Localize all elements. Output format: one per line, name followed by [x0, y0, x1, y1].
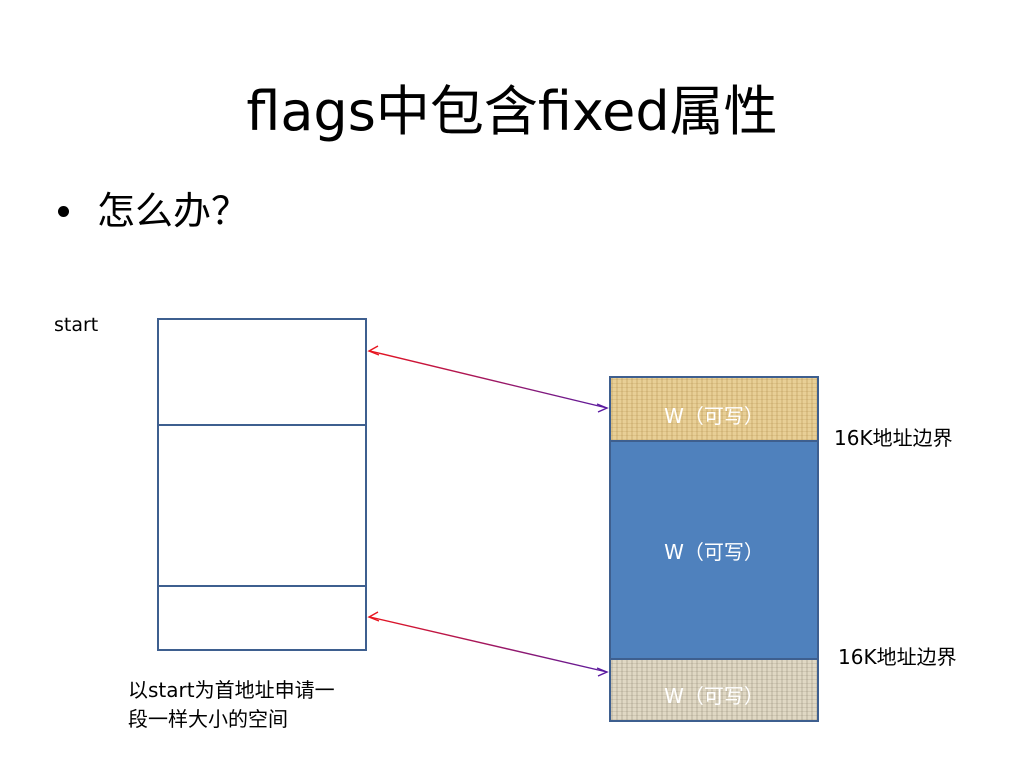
boundary-label-upper: 16K地址边界 — [834, 426, 953, 450]
arrow-top — [367, 345, 609, 413]
start-label: start — [54, 314, 99, 336]
bullet-dot-icon — [58, 205, 69, 217]
writable-block-top-label: W（可写） — [664, 404, 764, 428]
left-caption: 以start为首地址申请一 段一样大小的空间 — [128, 678, 335, 731]
left-region-middle — [157, 424, 367, 587]
bullet-item: 怎么办？ — [58, 186, 249, 236]
writable-block-bottom-label: W（可写） — [664, 684, 764, 708]
arrow-bottom — [367, 611, 609, 677]
bullet-text: 怎么办？ — [97, 189, 250, 233]
writable-block-bottom: W（可写） — [609, 658, 819, 722]
writable-block-middle-label: W（可写） — [664, 539, 764, 564]
left-region-bottom — [157, 585, 367, 651]
writable-block-middle: W（可写） — [609, 440, 819, 660]
boundary-label-lower: 16K地址边界 — [838, 645, 957, 669]
slide-title: flags中包含fixed属性 — [246, 80, 778, 143]
writable-block-top: W（可写） — [609, 376, 819, 442]
left-region-top — [157, 318, 367, 426]
